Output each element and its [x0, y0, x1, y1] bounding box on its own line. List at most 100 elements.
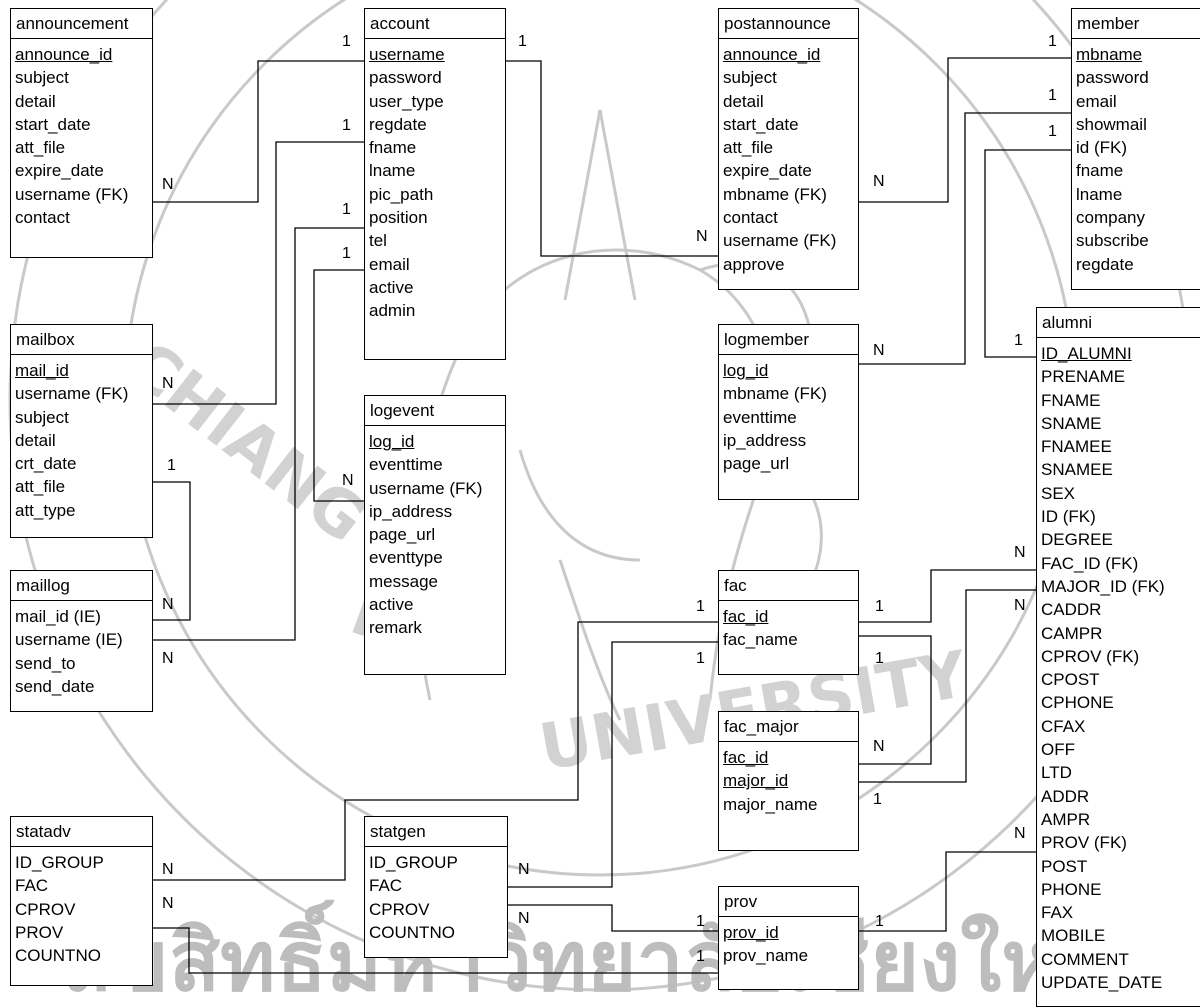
primary-key-field: fac_id — [723, 748, 769, 767]
entity-field: SNAME — [1041, 413, 1102, 433]
entity-field: user_type — [369, 91, 444, 111]
entity-field: FAC_ID (FK) — [1041, 553, 1139, 573]
entity-field: start_date — [15, 114, 91, 134]
entity-fac: fac fac_id fac_name — [718, 570, 859, 675]
entity-field: remark — [369, 618, 422, 638]
entity-fields: mail_id username (FK) subject detail crt_dat… — [11, 355, 152, 522]
cardinality-label: 1 — [875, 913, 884, 930]
entity-field: regdate — [369, 114, 427, 134]
entity-field: fac_name — [723, 630, 798, 650]
cardinality-label: 1 — [518, 33, 527, 50]
primary-key-field: log_id — [723, 361, 769, 380]
entity-field: regdate — [1076, 254, 1134, 274]
entity-field: MAJOR_ID (FK) — [1041, 576, 1165, 596]
entity-field: subject — [723, 68, 777, 88]
entity-field: major_name — [723, 794, 818, 814]
entity-field: CFAX — [1041, 716, 1086, 736]
entity-field: password — [1076, 68, 1149, 88]
entity-field: page_url — [723, 454, 790, 474]
cardinality-label: N — [1014, 825, 1026, 842]
entity-title: logevent — [365, 396, 505, 426]
cardinality-label: N — [162, 650, 174, 667]
entity-field: prov_name — [723, 946, 809, 966]
entity-field: PHONE — [1041, 879, 1102, 899]
rel-fac_major-alumni — [858, 589, 1037, 783]
entity-field: username (IE) — [15, 630, 123, 650]
cardinality-label: N — [873, 342, 885, 359]
cardinality-label: N — [162, 596, 174, 613]
cardinality-label: 1 — [342, 33, 351, 50]
primary-key-field: mail_id — [15, 361, 69, 380]
cardinality-label: 1 — [1048, 123, 1057, 140]
entity-title: announcement — [11, 9, 152, 39]
cardinality-label: 1 — [873, 791, 882, 808]
entity-field: eventtime — [369, 455, 443, 475]
entity-field: fname — [369, 138, 417, 158]
entity-title: fac — [719, 571, 858, 601]
entity-field: username (FK) — [15, 184, 129, 204]
entity-field: COUNTNO — [15, 946, 101, 966]
cardinality-label: 1 — [696, 913, 705, 930]
entity-field: start_date — [723, 114, 799, 134]
primary-key-field: ID_ALUMNI — [1041, 344, 1132, 363]
entity-field: contact — [723, 208, 778, 228]
entity-field: contact — [15, 208, 70, 228]
entity-field: LTD — [1041, 763, 1072, 783]
cardinality-label: 1 — [342, 201, 351, 218]
entity-field: lname — [369, 161, 416, 181]
entity-field: UPDATE_DATE — [1041, 973, 1163, 993]
entity-field: att_type — [15, 500, 76, 520]
rel-fac-statadv — [152, 621, 718, 881]
rel-fac-statgen — [508, 641, 718, 888]
entity-field: SNAMEE — [1041, 460, 1113, 480]
entity-field: CAMPR — [1041, 623, 1103, 643]
cardinality-label: N — [162, 895, 174, 912]
cardinality-label: 1 — [342, 117, 351, 134]
entity-field: att_file — [15, 138, 66, 158]
entity-field: mail_id (IE) — [15, 607, 101, 626]
entity-field: ip_address — [369, 501, 453, 521]
entity-field: att_file — [723, 138, 774, 158]
entity-field: approve — [723, 254, 785, 274]
entity-field: crt_date — [15, 454, 77, 474]
entity-field: detail — [15, 430, 56, 450]
entity-field: ip_address — [723, 430, 807, 450]
rel-fac-fac_major — [858, 635, 932, 765]
entity-field: POST — [1041, 856, 1088, 876]
entity-field: FAC — [15, 876, 49, 896]
entity-title: account — [365, 9, 505, 39]
cardinality-label: N — [162, 375, 174, 392]
entity-field: expire_date — [723, 161, 812, 181]
cardinality-label: 1 — [1048, 33, 1057, 50]
entity-title: maillog — [11, 571, 152, 601]
entity-title: logmember — [719, 325, 858, 355]
rel-fac-alumni — [858, 569, 1037, 623]
entity-title: postannounce — [719, 9, 858, 39]
entity-field: username (FK) — [15, 384, 129, 404]
entity-field: expire_date — [15, 161, 104, 181]
cardinality-label: 1 — [1014, 332, 1023, 349]
primary-key-field: fac_id — [723, 607, 769, 626]
entity-field: page_url — [369, 525, 436, 545]
entity-field: email — [369, 254, 410, 274]
entity-field: OFF — [1041, 740, 1075, 760]
entity-field: PROV — [15, 922, 64, 942]
entity-field: ADDR — [1041, 786, 1090, 806]
entity-title: statgen — [365, 817, 507, 847]
entity-field: subject — [15, 407, 69, 427]
